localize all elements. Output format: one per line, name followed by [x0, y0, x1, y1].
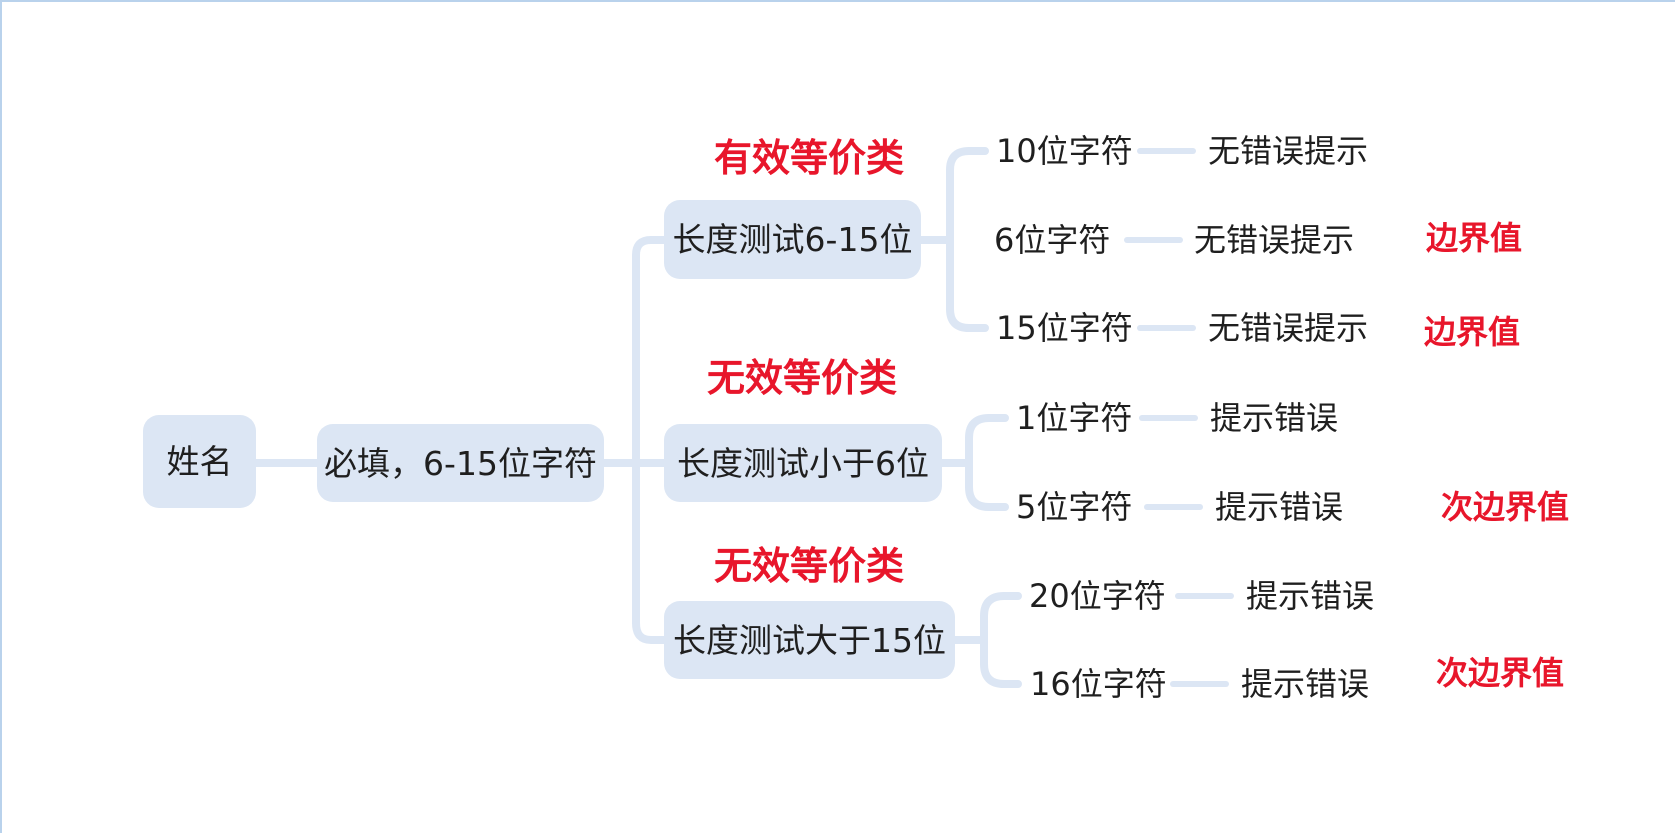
rule-node[interactable]: 必填，6-15位字符 [317, 424, 604, 502]
class-label-invalid-greater: 无效等价类 [714, 544, 905, 588]
boundary-note: 边界值 [1424, 313, 1521, 351]
case-input[interactable]: 10位字符 [996, 132, 1133, 170]
connector-branch-3-cases [980, 592, 1022, 688]
root-label: 姓名 [166, 442, 233, 481]
branch-label: 长度测试6-15位 [672, 220, 913, 259]
case-result[interactable]: 无错误提示 [1194, 221, 1355, 259]
root-node[interactable]: 姓名 [143, 415, 256, 508]
case-input[interactable]: 20位字符 [1029, 577, 1166, 615]
case-result[interactable]: 提示错误 [1246, 577, 1375, 615]
case-result[interactable]: 提示错误 [1241, 665, 1370, 703]
case-input[interactable]: 1位字符 [1016, 399, 1133, 437]
connector-branch-2-cases [965, 414, 1009, 511]
case-input[interactable]: 16位字符 [1030, 665, 1167, 703]
case-input[interactable]: 5位字符 [1016, 488, 1133, 526]
case-input[interactable]: 6位字符 [994, 221, 1111, 259]
branch-label: 长度测试大于15位 [673, 620, 946, 660]
connector-branch-1-cases [946, 147, 989, 332]
case-result[interactable]: 无错误提示 [1208, 309, 1369, 347]
class-label-invalid-less: 无效等价类 [707, 356, 898, 400]
sub-boundary-note: 次边界值 [1436, 654, 1565, 692]
case-result[interactable]: 提示错误 [1215, 488, 1344, 526]
case-result[interactable]: 无错误提示 [1208, 132, 1369, 170]
class-label-valid: 有效等价类 [714, 136, 905, 180]
case-input[interactable]: 15位字符 [996, 309, 1133, 347]
branch-node-length-greater-15[interactable]: 长度测试大于15位 [664, 601, 955, 679]
branch-node-length-less-6[interactable]: 长度测试小于6位 [664, 424, 942, 502]
case-result[interactable]: 提示错误 [1210, 399, 1339, 437]
sub-boundary-note: 次边界值 [1441, 488, 1570, 526]
rule-label: 必填，6-15位字符 [324, 443, 597, 483]
boundary-note: 边界值 [1426, 219, 1523, 257]
branch-node-length-6-15[interactable]: 长度测试6-15位 [664, 200, 921, 279]
connector-trunk-branch-1 [632, 236, 668, 644]
branch-label: 长度测试小于6位 [677, 443, 929, 483]
